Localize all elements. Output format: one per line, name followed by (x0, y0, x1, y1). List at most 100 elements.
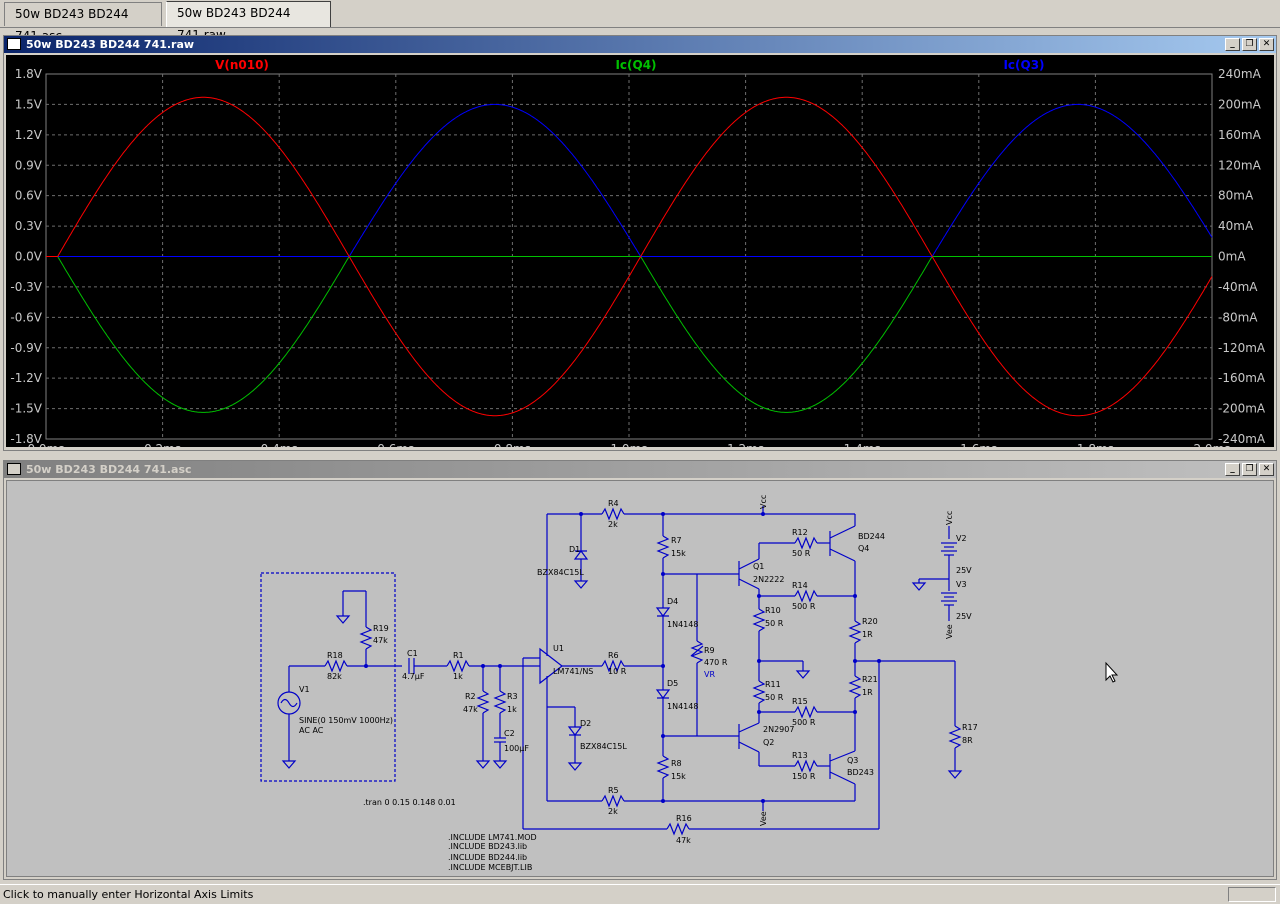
r18-resistor[interactable] (324, 659, 348, 673)
restore-button[interactable]: ❐ (1242, 463, 1257, 476)
r2-value: 47k (463, 705, 478, 714)
r16-label: R16 (676, 814, 692, 823)
r5-resistor[interactable] (601, 794, 625, 808)
d2-value: BZX84C15L (580, 742, 627, 751)
minimize-button[interactable]: _ (1225, 38, 1240, 51)
r1-resistor[interactable] (446, 659, 470, 673)
right-tick-label: 240mA (1218, 67, 1262, 81)
r9-value: 470 R (704, 658, 728, 667)
r19-value: 47k (373, 636, 388, 645)
include-directive-2[interactable]: .INCLUDE BD243.lib (448, 842, 527, 851)
r2-resistor[interactable] (476, 690, 490, 714)
v3-vee-label: Vee (945, 624, 954, 639)
r15-value: 500 R (792, 718, 816, 727)
x-tick-label: 1.2ms (727, 442, 764, 447)
tab-waveform[interactable]: 50w BD243 BD244 741.raw (166, 1, 331, 42)
left-tick-label: -1.8V (10, 432, 42, 446)
v1-label: V1 (299, 685, 310, 694)
v2-vcc-label: Vcc (945, 511, 954, 525)
schematic-canvas[interactable]: R4 2k R7 15k R12 50 R BD244 Q4 D1 BZX84C… (6, 480, 1274, 877)
right-tick-label: 80mA (1218, 189, 1254, 203)
close-button[interactable]: ✕ (1259, 38, 1274, 51)
left-tick-label: 0.6V (15, 189, 43, 203)
d5-label: D5 (667, 679, 678, 688)
r11-resistor[interactable] (752, 680, 766, 704)
right-tick-label: -80mA (1218, 310, 1258, 324)
tab-schematic[interactable]: 50w BD243 BD244 741.asc (4, 2, 162, 43)
r16-value: 47k (676, 836, 691, 845)
r3-label: R3 (507, 692, 518, 701)
r6-resistor[interactable] (601, 659, 625, 673)
schematic-window-titlebar[interactable]: 50w BD243 BD244 741.asc _ ❐ ✕ (4, 461, 1276, 478)
r17-resistor[interactable] (948, 725, 962, 749)
r3-resistor[interactable] (493, 690, 507, 714)
d4-diode[interactable] (655, 607, 671, 617)
q1-label: Q1 (753, 562, 764, 571)
trace-legend-0[interactable]: V(n010) (215, 58, 269, 72)
r20-resistor[interactable] (848, 620, 862, 644)
x-tick-label: 1.8ms (1077, 442, 1114, 447)
vcc-net-label: Vcc (759, 495, 768, 509)
trace-legend-2[interactable]: Ic(Q3) (1003, 58, 1044, 72)
c1-label: C1 (407, 649, 418, 658)
tran-directive[interactable]: .tran 0 0.15 0.148 0.01 (363, 798, 456, 807)
v1-ac: AC AC (299, 726, 324, 735)
r21-resistor[interactable] (848, 675, 862, 699)
r21-value: 1R (862, 688, 873, 697)
q4-type: BD244 (858, 532, 885, 541)
restore-button[interactable]: ❐ (1242, 38, 1257, 51)
r16-resistor[interactable] (666, 822, 690, 836)
waveform-plot-pane[interactable]: 0.0ms0.2ms0.4ms0.6ms0.8ms1.0ms1.2ms1.4ms… (6, 55, 1274, 456)
r1-value: 1k (453, 672, 463, 681)
d2-zener[interactable] (567, 726, 583, 736)
x-tick-label: 1.6ms (960, 442, 997, 447)
r3-value: 1k (507, 705, 517, 714)
c1-value: 4.7µF (402, 672, 425, 681)
waveform-window-title: 50w BD243 BD244 741.raw (26, 38, 195, 51)
minimize-button[interactable]: _ (1225, 463, 1240, 476)
waveform-chart[interactable]: 0.0ms0.2ms0.4ms0.6ms0.8ms1.0ms1.2ms1.4ms… (6, 55, 1274, 456)
d4-value: 1N4148 (667, 620, 698, 629)
r8-resistor[interactable] (656, 755, 670, 779)
r20-value: 1R (862, 630, 873, 639)
u1-opamp[interactable] (539, 647, 563, 685)
right-tick-label: 0mA (1218, 250, 1246, 264)
include-directive-4[interactable]: .INCLUDE MCEBJT.LIB (448, 863, 532, 872)
r7-resistor[interactable] (656, 535, 670, 559)
d5-diode[interactable] (655, 689, 671, 699)
left-tick-label: 1.8V (15, 67, 43, 81)
include-directive-1[interactable]: .INCLUDE LM741.MOD (448, 833, 537, 842)
r2-label: R2 (465, 692, 476, 701)
vee-net-label: Vee (759, 811, 768, 826)
r14-resistor[interactable] (794, 589, 818, 603)
d1-value: BZX84C15L (537, 568, 584, 577)
waveform-window-titlebar[interactable]: 50w BD243 BD244 741.raw _ ❐ ✕ (4, 36, 1276, 53)
left-tick-label: 1.2V (15, 128, 43, 142)
r19-resistor[interactable] (359, 626, 373, 650)
schematic-drawing[interactable]: R4 2k R7 15k R12 50 R BD244 Q4 D1 BZX84C… (7, 481, 1273, 876)
r12-resistor[interactable] (794, 536, 818, 550)
r9-label: R9 (704, 646, 715, 655)
q2-value: 2N2907 (763, 725, 794, 734)
include-directive-3[interactable]: .INCLUDE BD244.lib (448, 853, 527, 862)
left-tick-label: -0.3V (10, 280, 42, 294)
r14-label: R14 (792, 581, 808, 590)
document-tab-bar: 50w BD243 BD244 741.asc 50w BD243 BD244 … (0, 0, 1280, 43)
left-tick-label: 0.9V (15, 158, 43, 172)
q3-label: Q3 (847, 756, 858, 765)
v2-value: 25V (956, 566, 972, 575)
r9-resistor[interactable] (690, 640, 704, 664)
trace-ic-q3 (46, 103, 1213, 257)
right-tick-label: -40mA (1218, 280, 1258, 294)
mouse-cursor-icon (1105, 661, 1119, 683)
r15-resistor[interactable] (794, 705, 818, 719)
close-button[interactable]: ✕ (1259, 463, 1274, 476)
r4-resistor[interactable] (601, 507, 625, 521)
r13-value: 150 R (792, 772, 816, 781)
r13-resistor[interactable] (794, 759, 818, 773)
q3-value: BD243 (847, 768, 874, 777)
trace-legend-1[interactable]: Ic(Q4) (615, 58, 656, 72)
r5-label: R5 (608, 786, 619, 795)
r10-resistor[interactable] (752, 608, 766, 632)
right-tick-label: 160mA (1218, 128, 1262, 142)
